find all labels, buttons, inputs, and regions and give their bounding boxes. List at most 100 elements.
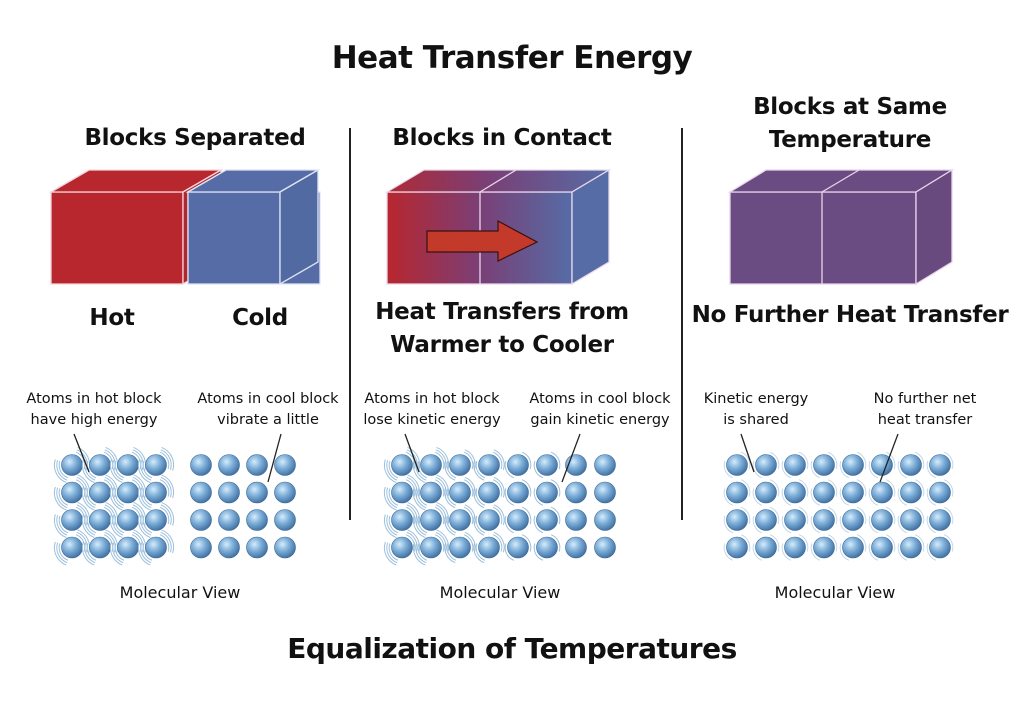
atom-icon xyxy=(813,481,835,504)
atom-icon xyxy=(871,454,893,476)
atom-icon xyxy=(784,536,806,559)
atom-icon xyxy=(565,454,587,476)
equal-blocks-illustration xyxy=(727,168,955,286)
atom-icon xyxy=(507,481,529,504)
atom-icon xyxy=(565,509,587,531)
atom-icon xyxy=(246,509,268,531)
panel-heading: Blocks in Contact xyxy=(392,125,612,151)
atom-icon xyxy=(391,536,413,559)
atom-icon xyxy=(900,536,922,559)
caption-hot-atoms: Atoms in hot block lose kinetic energy xyxy=(363,391,501,428)
atom-icon xyxy=(507,454,529,476)
atom-icon xyxy=(726,509,748,531)
atom-icon xyxy=(900,454,922,476)
atom-icon xyxy=(507,509,529,531)
atom-icon xyxy=(61,536,83,559)
molecular-view-label: Molecular View xyxy=(774,583,896,602)
atom-icon xyxy=(449,509,471,531)
atom-icon xyxy=(842,509,864,531)
atom-icon xyxy=(594,481,616,504)
atom-icon xyxy=(929,481,951,504)
caption-shared-energy: Kinetic energy is shared xyxy=(703,391,809,428)
atom-icon xyxy=(145,536,167,559)
atom-icon xyxy=(784,481,806,504)
atom-icon xyxy=(420,536,442,559)
atom-icon xyxy=(594,454,616,476)
atom-icon xyxy=(565,536,587,559)
atom-icon xyxy=(565,481,587,504)
atom-icon xyxy=(536,536,558,559)
heat-flow-arrow-icon xyxy=(426,219,539,262)
atom-icon xyxy=(842,454,864,476)
atom-icon xyxy=(218,509,240,531)
molecular-view-separated xyxy=(53,446,296,566)
atom-icon xyxy=(755,454,777,476)
equal-temperature-blocks xyxy=(727,168,955,286)
atom-icon xyxy=(274,481,296,504)
atom-icon xyxy=(61,454,83,476)
atom-icon xyxy=(61,481,83,504)
atom-icon xyxy=(246,536,268,559)
molecular-view-label: Molecular View xyxy=(119,583,241,602)
atom-icon xyxy=(871,481,893,504)
diagram-footer-title: Equalization of Temperatures xyxy=(287,632,737,665)
atom-icon xyxy=(594,536,616,559)
atom-icon xyxy=(900,509,922,531)
atom-icon xyxy=(391,481,413,504)
atom-icon xyxy=(218,536,240,559)
atom-icon xyxy=(871,509,893,531)
panel-heading: Blocks at Same Temperature xyxy=(753,94,947,153)
atom-icon xyxy=(145,509,167,531)
atom-icon xyxy=(246,454,268,476)
atom-icon xyxy=(190,481,212,504)
atom-icon xyxy=(449,481,471,504)
atom-icon xyxy=(420,454,442,476)
contact-blocks-illustration xyxy=(384,168,612,286)
caption-hot-atoms: Atoms in hot block have high energy xyxy=(26,391,162,428)
atom-icon xyxy=(391,454,413,476)
atom-icon xyxy=(274,509,296,531)
atom-icon xyxy=(190,454,212,476)
atom-icon xyxy=(929,454,951,476)
atom-icon xyxy=(536,454,558,476)
atom-icon xyxy=(784,509,806,531)
panel-divider-1 xyxy=(349,128,351,520)
atom-icon xyxy=(929,509,951,531)
atom-icon xyxy=(89,454,111,476)
panel-divider-2 xyxy=(681,128,683,520)
atom-icon xyxy=(391,509,413,531)
molecular-view-equal xyxy=(723,451,954,561)
atom-icon xyxy=(420,509,442,531)
atom-icon xyxy=(274,454,296,476)
atom-icon xyxy=(929,536,951,559)
cold-block-shape xyxy=(187,168,321,286)
hot-label: Hot xyxy=(89,305,135,331)
atom-icon xyxy=(726,454,748,476)
atom-icon xyxy=(813,509,835,531)
atom-icon xyxy=(842,481,864,504)
atom-icon xyxy=(89,536,111,559)
atom-icon xyxy=(420,481,442,504)
atom-icon xyxy=(536,509,558,531)
transfer-subtitle: Heat Transfers from Warmer to Cooler xyxy=(375,299,629,358)
molecular-view-contact xyxy=(383,446,616,566)
atom-icon xyxy=(755,481,777,504)
atom-icon xyxy=(813,454,835,476)
cold-label: Cold xyxy=(232,305,288,331)
atom-icon xyxy=(478,454,500,476)
atom-icon xyxy=(871,536,893,559)
atom-icon xyxy=(274,536,296,559)
no-transfer-subtitle: No Further Heat Transfer xyxy=(691,302,1009,328)
atom-icon xyxy=(755,536,777,559)
atom-icon xyxy=(478,536,500,559)
atom-icon xyxy=(478,509,500,531)
atom-icon xyxy=(507,536,529,559)
atom-icon xyxy=(145,481,167,504)
atom-icon xyxy=(145,454,167,476)
caption-cold-atoms: Atoms in cool block gain kinetic energy xyxy=(529,391,671,428)
atom-icon xyxy=(726,481,748,504)
atom-icon xyxy=(784,454,806,476)
atom-icon xyxy=(755,509,777,531)
atom-icon xyxy=(218,481,240,504)
atom-icon xyxy=(594,509,616,531)
